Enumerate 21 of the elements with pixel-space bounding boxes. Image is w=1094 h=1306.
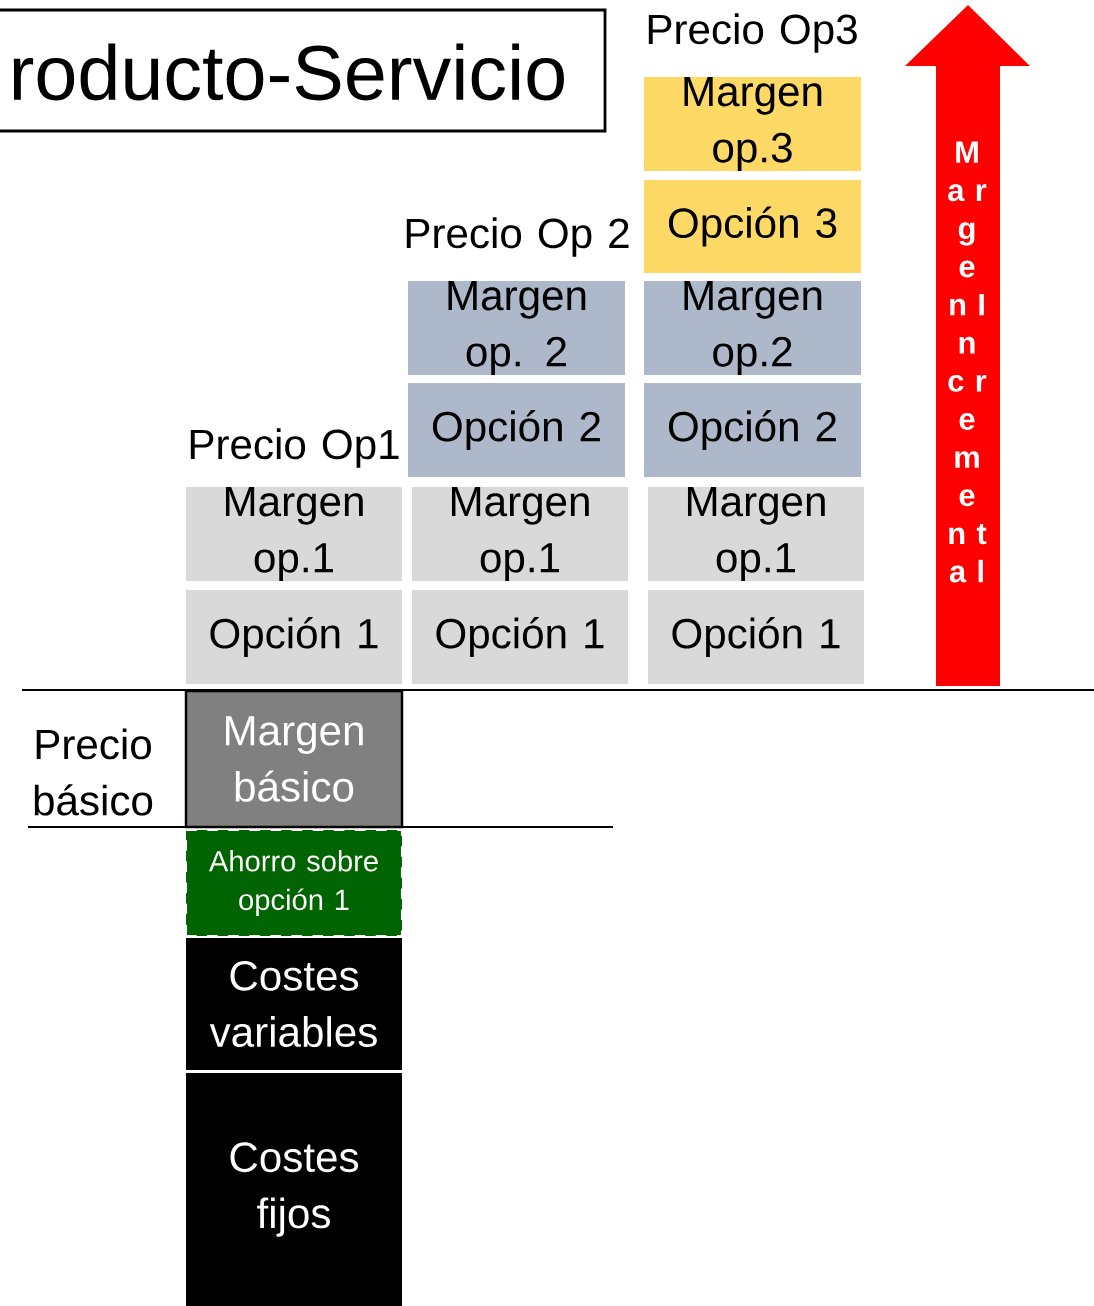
bar-segment: Margen básico — [184, 689, 404, 829]
title-box: roducto-Servicio — [0, 8, 607, 133]
bar-segment: Opción 1 — [648, 590, 864, 684]
bar-segment: Margen op.2 — [644, 281, 861, 375]
bar-segment: Costes fijos — [186, 1073, 402, 1306]
bar-segment: Opción 1 — [186, 590, 402, 684]
bar-segment: Margen op.3 — [644, 77, 861, 171]
bar-segment: Costes variables — [186, 938, 402, 1070]
bar-segment: Opción 3 — [644, 180, 861, 273]
price-label: Precio Op1 — [190, 428, 399, 468]
bar-segment: Margen op. 2 — [408, 281, 625, 375]
price-label: Precio básico — [34, 728, 153, 816]
bar-segment: Ahorro sobre opción 1 — [184, 828, 404, 938]
bar-segment: Margen op.1 — [412, 487, 628, 581]
bar-segment: Margen op.1 — [648, 487, 864, 581]
bar-segment: Opción 1 — [412, 590, 628, 684]
bar-segment: Opción 2 — [408, 383, 625, 477]
price-label: Precio Op3 — [648, 13, 857, 53]
bar-segment: Margen op.1 — [186, 487, 402, 581]
bar-segment: Opción 2 — [644, 383, 861, 477]
price-label: Precio Op 2 — [406, 217, 629, 257]
